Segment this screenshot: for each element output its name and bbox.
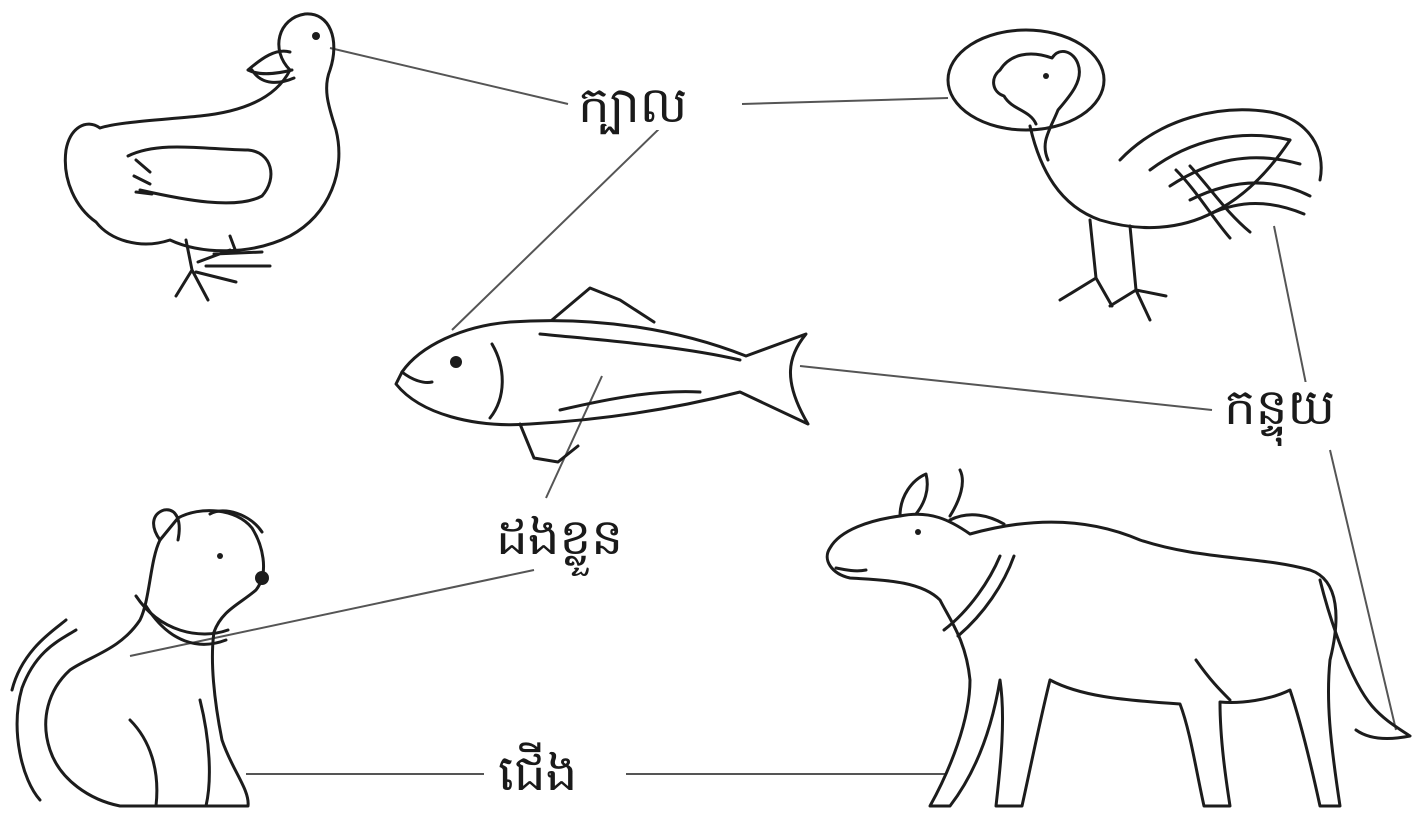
line-cow-tail <box>1330 450 1396 730</box>
head-label: ក្បាល <box>572 80 693 130</box>
cow-drawing <box>827 470 1410 806</box>
rooster-drawing <box>948 30 1321 320</box>
duck-drawing <box>65 14 339 300</box>
dog-drawing <box>12 510 269 806</box>
fish-drawing <box>396 288 808 462</box>
line-rooster-tail <box>1274 226 1306 384</box>
line-fish-body <box>546 376 602 498</box>
legs-label: ជើង <box>492 748 583 798</box>
line-fish-tail <box>800 366 1212 410</box>
line-duck-head <box>330 48 568 104</box>
tail-label: កន្ទុយ <box>1218 382 1341 432</box>
connector-lines <box>130 48 1396 774</box>
line-rooster-head <box>742 98 948 104</box>
line-fish-head <box>452 126 662 330</box>
body-label: ដងខ្លួន <box>490 512 629 562</box>
